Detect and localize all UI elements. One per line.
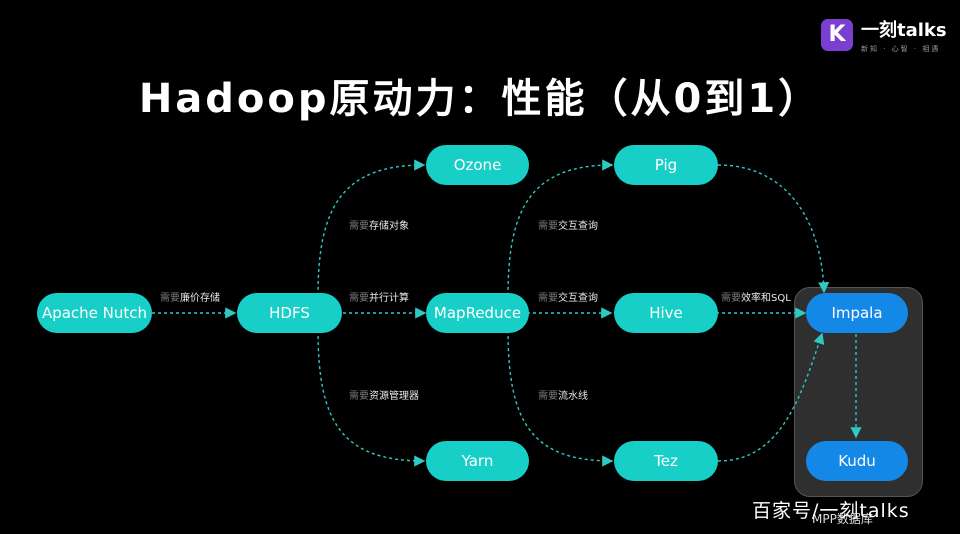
node-apache-nutch: Apache Nutch [37, 293, 152, 333]
edge-tez-impala [717, 332, 825, 462]
edge-label-text: 资源管理器 [369, 391, 419, 402]
node-impala: Impala [806, 293, 908, 333]
node-ozone: Ozone [426, 145, 529, 185]
edge-label-text: 效率和SQL [741, 293, 791, 304]
edge-label-prefix: 需要 [538, 293, 558, 304]
edge-label-prefix: 需要 [349, 221, 369, 232]
edge-mapreduce-tez [507, 329, 614, 467]
edge-label-prefix: 需要 [538, 221, 558, 232]
edge-label-pipeline: 需要流水线 [538, 387, 588, 402]
edge-label-prefix: 需要 [721, 293, 741, 304]
edge-hdfs-yarn [317, 329, 426, 467]
edge-label-text: 交互查询 [558, 293, 598, 304]
edge-label-parallel-compute: 需要并行计算 [349, 289, 409, 304]
node-pig: Pig [614, 145, 718, 185]
node-mapreduce: MapReduce [426, 293, 529, 333]
brand-logo: K 一刻talks 新知 · 心智 · 相遇 [821, 16, 947, 54]
edge-label-text: 并行计算 [369, 293, 409, 304]
logo-tagline: 新知 · 心智 · 相遇 [861, 45, 941, 53]
node-hdfs: HDFS [237, 293, 342, 333]
edge-label-resource-manager: 需要资源管理器 [349, 387, 419, 402]
edge-label-cheap-storage: 需要廉价存储 [160, 289, 220, 304]
edge-label-text: 交互查询 [558, 221, 598, 232]
edge-label-text: 流水线 [558, 391, 588, 402]
edge-pig-impala [717, 164, 830, 294]
watermark: 百家号/一刻talks [752, 500, 910, 522]
edge-label-interactive-query-hive: 需要交互查询 [538, 289, 598, 304]
logo-name: 一刻talks [861, 20, 947, 41]
node-hive: Hive [614, 293, 718, 333]
edge-label-prefix: 需要 [538, 391, 558, 402]
edge-label-prefix: 需要 [160, 293, 180, 304]
edge-label-efficiency-sql: 需要效率和SQL [721, 289, 791, 304]
mpp-group-label: MPP数据库 [812, 512, 873, 526]
page-title: Hadoop原动力：性能（从0到1） [138, 76, 822, 122]
node-kudu: Kudu [806, 441, 908, 481]
edge-label-object-storage: 需要存储对象 [349, 217, 409, 232]
node-yarn: Yarn [426, 441, 529, 481]
logo-mark-icon: K [821, 19, 853, 51]
node-tez: Tez [614, 441, 718, 481]
edge-label-prefix: 需要 [349, 391, 369, 402]
edge-label-prefix: 需要 [349, 293, 369, 304]
edge-label-text: 存储对象 [369, 221, 409, 232]
edge-label-text: 廉价存储 [180, 293, 220, 304]
edge-label-interactive-query-pig: 需要交互查询 [538, 217, 598, 232]
